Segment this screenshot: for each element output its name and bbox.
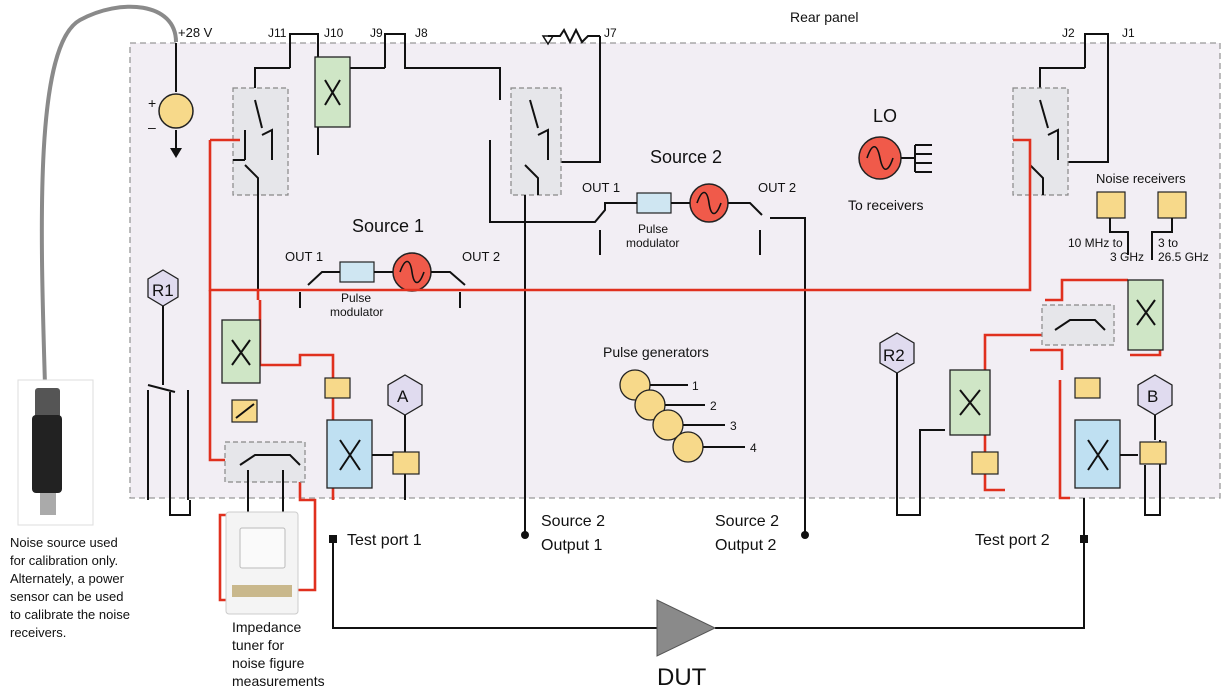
jumper-j9: J9 <box>370 26 383 40</box>
rear-panel-label: Rear panel <box>790 9 859 25</box>
source2-output2-label-b: Output 2 <box>715 537 776 554</box>
noise-coupler <box>1127 279 1164 351</box>
noise-note: Noise source used for calibration only. … <box>10 535 130 640</box>
source2-output1-connector[interactable] <box>521 531 529 539</box>
rf-port1-path <box>208 290 335 602</box>
svg-text:Noise source used: Noise source used <box>10 535 118 550</box>
lo-fanout <box>901 144 932 173</box>
plus-label: + <box>148 95 156 111</box>
pulse-gen-3: 3 <box>730 419 737 433</box>
supply-voltage-label: +28 V <box>178 25 213 40</box>
source2-out1-label: OUT 1 <box>582 180 620 195</box>
pulse-gen-4: 4 <box>750 441 757 455</box>
pulse-gen-1: 1 <box>692 379 699 393</box>
jumper-j7-wire <box>548 36 601 163</box>
svg-text:B: B <box>1147 387 1158 406</box>
svg-text:for calibration only.: for calibration only. <box>10 553 118 568</box>
to-receivers-label: To receivers <box>848 197 923 213</box>
jumper-j7-resistor <box>548 27 600 45</box>
rx-range-low-b: 3 GHz <box>1110 250 1144 264</box>
svg-text:R2: R2 <box>883 346 905 365</box>
source1-pulse-modulator <box>339 261 375 283</box>
svg-text:to calibrate the noise: to calibrate the noise <box>10 607 130 622</box>
source1-pulse-label-b: modulator <box>330 305 383 319</box>
svg-text:Impedance: Impedance <box>232 619 301 635</box>
noise-receivers-label: Noise receivers <box>1096 171 1186 186</box>
source1-label: Source 1 <box>352 216 424 236</box>
dut-cable <box>332 543 1085 629</box>
port1-transfer-switch <box>232 87 289 196</box>
receiver-a-attenuator <box>392 451 420 475</box>
impedance-tuner-device <box>225 511 299 615</box>
coupler-arrows-icon <box>324 79 341 106</box>
svg-text:measurements: measurements <box>232 673 325 689</box>
source2-out2-label: OUT 2 <box>758 180 796 195</box>
port1-noise-switch <box>224 441 306 483</box>
switch-contacts-1 <box>244 99 273 195</box>
source2-output1-label-b: Output 1 <box>541 537 602 554</box>
jumper-j7: J7 <box>604 26 617 40</box>
noise-receiver-high <box>1157 191 1187 219</box>
pulse-generators-label: Pulse generators <box>603 344 709 360</box>
receiver-r1: R1 <box>147 269 179 307</box>
source1-wires <box>299 271 466 308</box>
svg-text:tuner for: tuner for <box>232 637 284 653</box>
lo-label: LO <box>873 106 897 126</box>
noise-source-cable <box>39 4 178 386</box>
source1-out1-label: OUT 1 <box>285 249 323 264</box>
jumper-j10: J10 <box>324 26 344 40</box>
dut-amplifier-icon <box>656 599 717 657</box>
source2-output2-label-a: Source 2 <box>715 513 779 530</box>
dc-source-icon <box>158 93 194 129</box>
source2-wires <box>489 140 806 535</box>
pulse-generator-stack <box>619 369 745 463</box>
port2-r-attenuator <box>971 451 999 475</box>
source2-transfer-switch <box>510 87 562 196</box>
noise-source-device <box>17 379 94 526</box>
receiver-b-attenuator <box>1139 441 1167 465</box>
svg-text:Alternately, a power: Alternately, a power <box>10 571 125 586</box>
source2-output1-label-a: Source 2 <box>541 513 605 530</box>
test-port-1-label: Test port 1 <box>347 532 422 549</box>
jumper-j1: J1 <box>1122 26 1135 40</box>
switch-contacts-3 <box>1029 99 1059 195</box>
r2-coupler <box>949 369 991 436</box>
rf-main-path <box>208 138 1032 300</box>
rx-range-low-a: 10 MHz to <box>1068 236 1123 250</box>
tuner-note: Impedance tuner for noise figure measure… <box>232 619 325 689</box>
test-port2-coupler <box>1074 419 1121 489</box>
source1-pulse-label-a: Pulse <box>341 291 371 305</box>
test-port-1-connector[interactable] <box>329 535 337 543</box>
source2-pulse-label-b: modulator <box>626 236 679 250</box>
source2-label: Source 2 <box>650 147 722 167</box>
source2-pulse-modulator <box>636 192 672 214</box>
rx-range-high-a: 3 to <box>1158 236 1178 250</box>
test-port1-step-atten <box>324 377 351 399</box>
rx-range-high-b: 26.5 GHz <box>1158 250 1209 264</box>
jumper-j2: J2 <box>1062 26 1075 40</box>
source2-pulse-label-a: Pulse <box>638 222 668 236</box>
dut-label: DUT <box>657 664 707 691</box>
svg-text:R1: R1 <box>152 281 174 300</box>
test-port-2-connector[interactable] <box>1080 535 1088 543</box>
svg-text:A: A <box>397 387 409 406</box>
source1-out2-label: OUT 2 <box>462 249 500 264</box>
source2-output2-connector[interactable] <box>801 531 809 539</box>
ground-icon <box>541 35 555 46</box>
minus-label: – <box>148 119 156 135</box>
pulse-gen-2: 2 <box>710 399 717 413</box>
port2-noise-switch <box>1041 304 1115 346</box>
jumper-j8: J8 <box>415 26 428 40</box>
jumper-j11: J11 <box>268 26 287 40</box>
noise-receiver-low <box>1096 191 1126 219</box>
test-port-2-label: Test port 2 <box>975 532 1050 549</box>
switch-contacts-2 <box>524 99 549 195</box>
svg-text:sensor can be used: sensor can be used <box>10 589 123 604</box>
test-port2-step-atten <box>1074 377 1101 399</box>
ground-arrow-icon <box>170 148 182 158</box>
svg-text:noise figure: noise figure <box>232 655 305 671</box>
svg-text:receivers.: receivers. <box>10 625 66 640</box>
